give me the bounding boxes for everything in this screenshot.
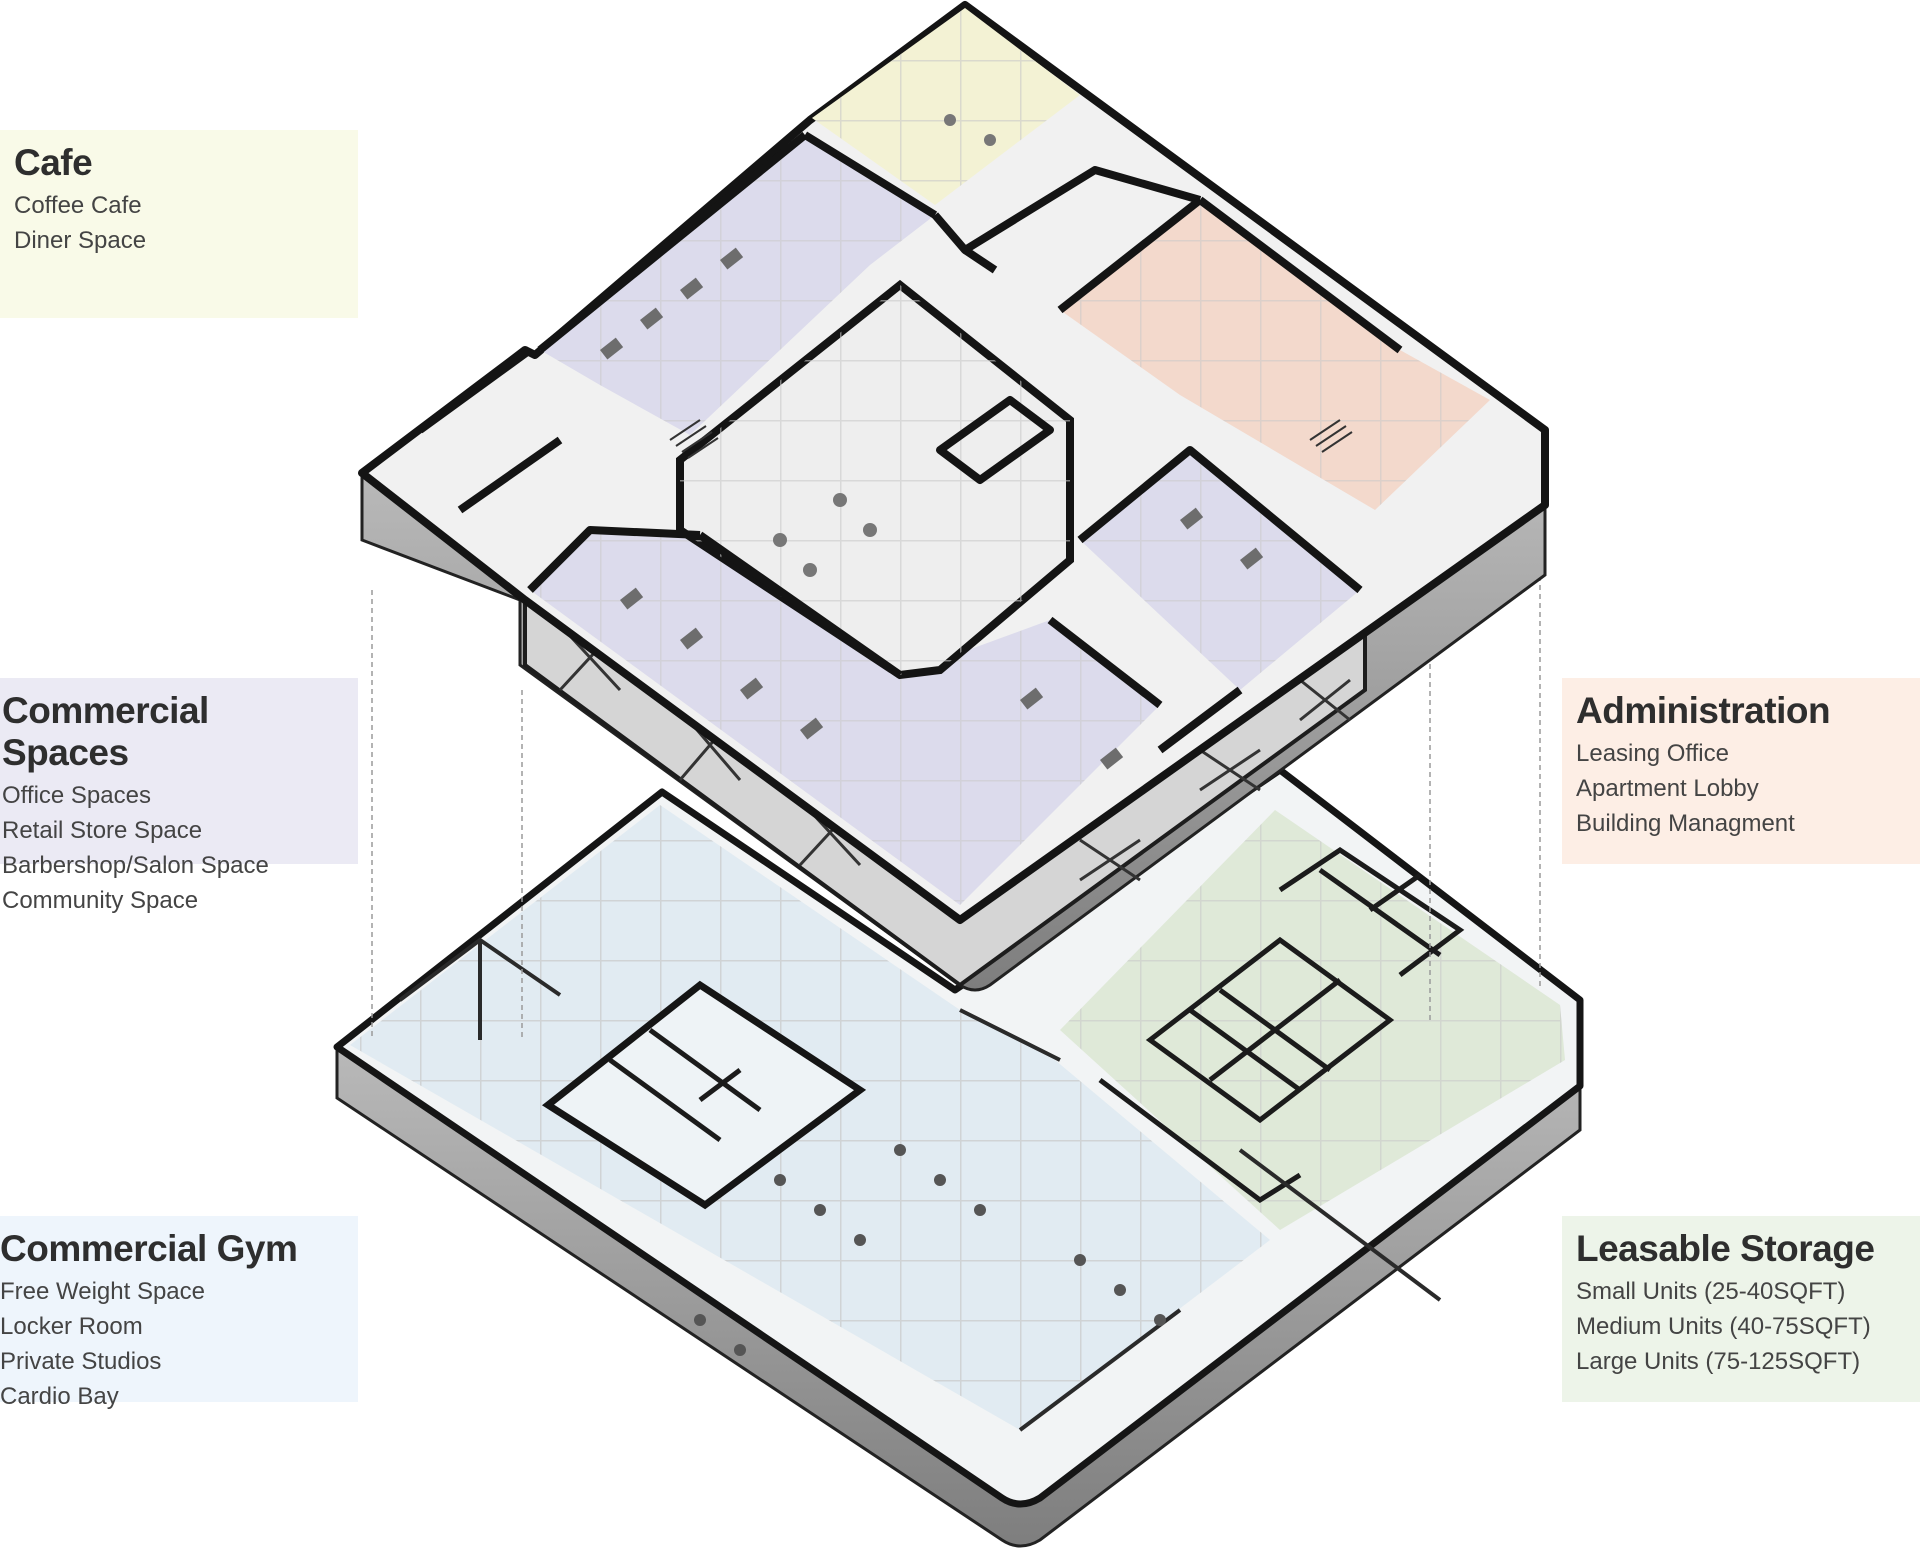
legend-item: Cardio Bay <box>0 1383 119 1410</box>
upper-floor-level <box>358 1 1549 992</box>
legend-item: Locker Room <box>0 1313 143 1340</box>
upper-walls <box>417 131 1403 754</box>
legend-item: Large Units (75-125SQFT) <box>1576 1348 1861 1375</box>
legend-commercial-gym-title: Commercial Gym <box>0 1228 298 1269</box>
legend-item: Private Studios <box>0 1348 162 1375</box>
legend-item: Barbershop/Salon Space <box>2 852 269 879</box>
legend-administration-list: Leasing Office Apartment Lobby Building … <box>1576 736 1904 841</box>
legend-cafe: Cafe Coffee Cafe Diner Space <box>0 130 358 318</box>
alignment-lines <box>371 540 1541 1040</box>
office-desks <box>600 247 1264 770</box>
legend-item: Building Managment <box>1576 810 1795 837</box>
legend-commercial-gym-list: Free Weight Space Locker Room Private St… <box>0 1274 342 1414</box>
legend-administration: Administration Leasing Office Apartment … <box>1562 678 1920 864</box>
legend-item: Diner Space <box>14 227 147 254</box>
ground-partitions <box>398 937 1442 1432</box>
legend-item: Office Spaces <box>2 782 151 809</box>
legend-item: Coffee Cafe <box>14 192 142 219</box>
ground-floor-level <box>333 540 1584 1548</box>
legend-item: Apartment Lobby <box>1576 775 1759 802</box>
legend-item: Retail Store Space <box>2 817 203 844</box>
legend-administration-title: Administration <box>1576 690 1831 731</box>
legend-leasable-storage-list: Small Units (25-40SQFT) Medium Units (40… <box>1576 1274 1904 1379</box>
legend-item: Free Weight Space <box>0 1278 205 1305</box>
legend-commercial-spaces-list: Office Spaces Retail Store Space Barbers… <box>2 778 342 918</box>
legend-commercial-gym: Commercial Gym Free Weight Space Locker … <box>0 1216 358 1410</box>
legend-commercial-spaces-title: Commercial Spaces <box>2 690 209 773</box>
gym-equipment <box>694 1144 1166 1356</box>
legend-item: Community Space <box>2 887 199 914</box>
legend-item: Small Units (25-40SQFT) <box>1576 1278 1846 1305</box>
legend-cafe-list: Coffee Cafe Diner Space <box>14 188 342 258</box>
legend-commercial-spaces: Commercial Spaces Office Spaces Retail S… <box>0 678 358 914</box>
legend-leasable-storage-title: Leasable Storage <box>1576 1228 1875 1269</box>
cafe-tables <box>773 114 996 577</box>
legend-leasable-storage: Leasable Storage Small Units (25-40SQFT)… <box>1562 1216 1920 1402</box>
legend-item: Leasing Office <box>1576 740 1729 767</box>
legend-item: Medium Units (40-75SQFT) <box>1576 1313 1871 1340</box>
stair <box>669 419 1353 459</box>
legend-cafe-title: Cafe <box>14 142 93 183</box>
